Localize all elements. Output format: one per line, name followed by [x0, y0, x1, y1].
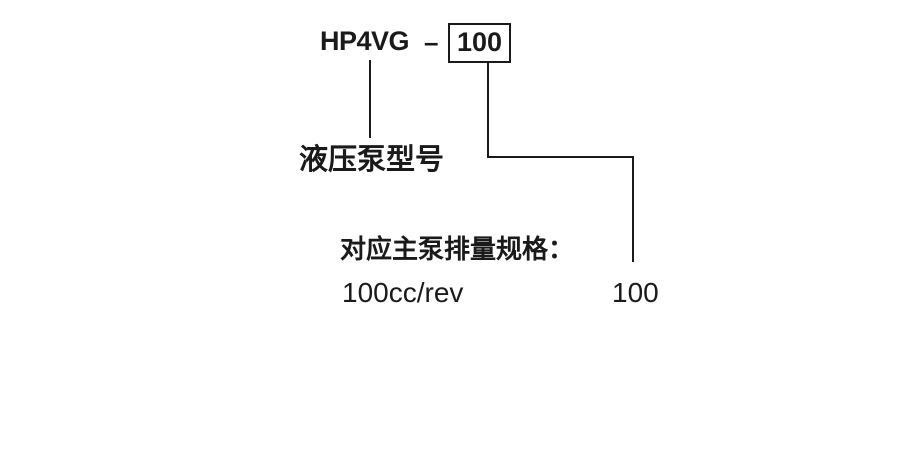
model-prefix-text: HP4VG	[320, 26, 410, 56]
displacement-spec-value: 100cc/rev	[342, 277, 464, 308]
model-separator-dash: –	[424, 27, 439, 57]
connector-size-horizontal-line	[487, 156, 634, 158]
displacement-code-value: 100	[456, 27, 503, 58]
displacement-code-box: 100	[448, 23, 511, 63]
connector-size-vertical-line-upper	[487, 61, 489, 158]
displacement-spec-code: 100	[612, 277, 659, 308]
displacement-spec-heading: 对应主泵排量规格：	[340, 234, 575, 264]
pump-model-label: 液压泵型号	[299, 144, 445, 176]
connector-model-vertical-line	[369, 60, 371, 138]
connector-size-vertical-line-lower	[632, 156, 634, 262]
